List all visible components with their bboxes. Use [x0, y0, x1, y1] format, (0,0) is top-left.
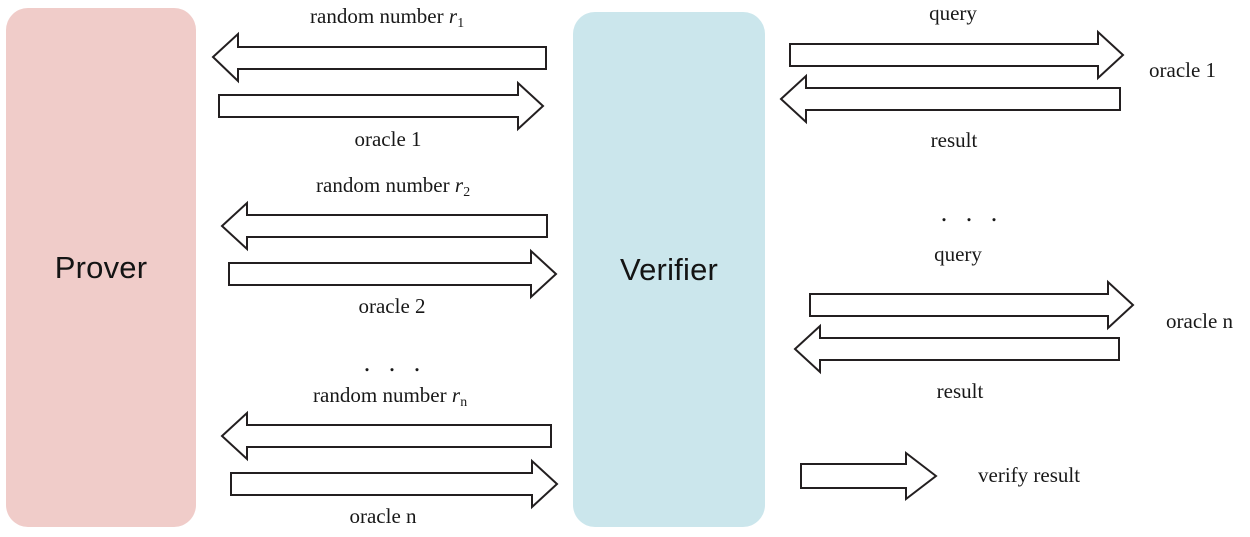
label-oracle-2-left: oracle 2	[358, 296, 425, 317]
label-random-number-2-subscript: 2	[463, 183, 471, 199]
arrow-query-n	[809, 279, 1135, 331]
label-random-number-2-prefix: random number	[316, 173, 455, 197]
label-random-number-n-prefix: random number	[313, 383, 452, 407]
left-ellipsis: . . .	[364, 348, 427, 378]
label-query-1: query	[929, 3, 977, 24]
arrow-random-number-n	[220, 410, 552, 462]
arrow-query-1	[789, 29, 1125, 81]
arrow-oracle-n	[230, 458, 559, 510]
label-oracle-1-right-text: oracle 1	[1149, 58, 1217, 82]
verifier-box: Verifier	[573, 12, 765, 527]
left-ellipsis-text: . . .	[363, 348, 427, 377]
arrow-oracle-2	[228, 248, 558, 300]
label-random-number-n-symbol: r	[451, 383, 461, 407]
label-oracle-n-left-text: oracle n	[349, 504, 417, 528]
right-ellipsis: . . .	[941, 198, 1004, 228]
label-random-number-1-symbol: r	[448, 4, 458, 28]
label-query-1-text: query	[929, 1, 977, 25]
label-oracle-1-right: oracle 1	[1149, 60, 1216, 81]
label-verify-result: verify result	[978, 465, 1080, 486]
label-oracle-1-left-text: oracle 1	[354, 127, 422, 151]
right-ellipsis-text: . . .	[940, 198, 1004, 227]
label-random-number-2: random number r2	[316, 173, 471, 199]
label-query-n: query	[934, 244, 982, 265]
label-random-number-1-subscript: 1	[457, 14, 465, 30]
label-verify-result-text: verify result	[978, 463, 1081, 487]
label-oracle-n-right-text: oracle n	[1166, 309, 1234, 333]
label-result-1: result	[931, 130, 978, 151]
prover-box: Prover	[6, 8, 196, 527]
label-oracle-n-right: oracle n	[1166, 311, 1233, 332]
label-query-n-text: query	[934, 242, 982, 266]
arrow-random-number-2	[220, 200, 548, 252]
label-random-number-n: random number rn	[313, 383, 468, 409]
label-random-number-2-symbol: r	[454, 173, 464, 197]
label-random-number-1: random number r1	[310, 4, 465, 30]
label-random-number-1-prefix: random number	[310, 4, 449, 28]
verifier-label: Verifier	[619, 251, 719, 287]
label-result-n: result	[937, 381, 984, 402]
label-random-number-n-subscript: n	[460, 393, 468, 409]
label-result-1-text: result	[930, 128, 978, 152]
arrow-verify-result	[800, 450, 938, 502]
label-oracle-n-left: oracle n	[349, 506, 416, 527]
arrow-result-n	[793, 323, 1120, 375]
arrow-result-1	[779, 73, 1121, 125]
prover-label: Prover	[54, 249, 148, 285]
label-result-n-text: result	[936, 379, 984, 403]
label-oracle-2-left-text: oracle 2	[358, 294, 426, 318]
label-oracle-1-left: oracle 1	[354, 129, 421, 150]
arrow-random-number-1	[211, 31, 547, 84]
arrow-oracle-1	[218, 80, 545, 132]
